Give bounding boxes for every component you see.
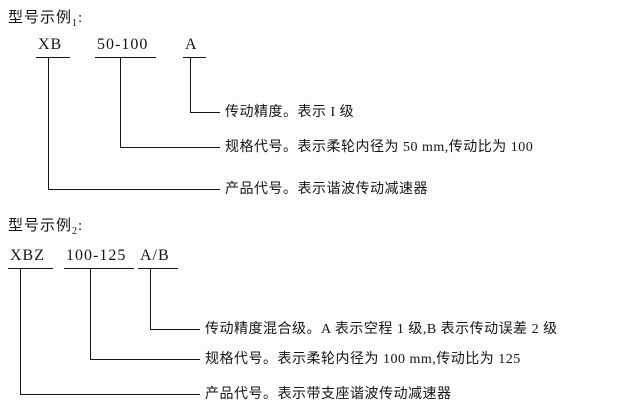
connector-line-spec-2 — [90, 269, 200, 360]
example2-code-product: XBZ — [8, 247, 53, 269]
example1-heading-subscript: 1 — [72, 18, 79, 29]
example1-code-spec: 50-100 — [95, 36, 157, 58]
example1-heading-colon: : — [78, 10, 84, 26]
example2-label-spec: 规格代号。表示柔轮内径为 100 mm,传动比为 125 — [205, 352, 521, 367]
example2-heading-subscript: 2 — [72, 226, 79, 237]
example2-code-spec: 100-125 — [64, 247, 135, 269]
example1-label-product: 产品代号。表示谐波传动减速器 — [225, 182, 428, 197]
example1-heading: 型号示例1: — [8, 6, 83, 29]
example2-label-precision: 传动精度混合级。A 表示空程 1 级,B 表示传动误差 2 级 — [205, 322, 558, 337]
connector-line-spec-1 — [120, 58, 220, 148]
example1-label-precision: 传动精度。表示 I 级 — [225, 105, 355, 120]
example1-code-precision: A — [183, 36, 206, 58]
connector-line-precision-1 — [190, 58, 220, 113]
example2-code-precision: A/B — [138, 247, 178, 269]
connector-line-product-1 — [48, 58, 220, 190]
example2-label-product: 产品代号。表示带支座谐波传动减速器 — [205, 387, 452, 402]
example2-heading: 型号示例2: — [8, 214, 83, 237]
connector-line-precision-2 — [150, 269, 200, 330]
example2-heading-colon: : — [78, 218, 84, 234]
connector-line-product-2 — [20, 269, 200, 395]
example2-heading-text: 型号示例 — [8, 218, 73, 234]
example1-code-product: XB — [36, 36, 71, 58]
example1-label-spec: 规格代号。表示柔轮内径为 50 mm,传动比为 100 — [225, 140, 534, 155]
example1-heading-text: 型号示例 — [8, 10, 73, 26]
